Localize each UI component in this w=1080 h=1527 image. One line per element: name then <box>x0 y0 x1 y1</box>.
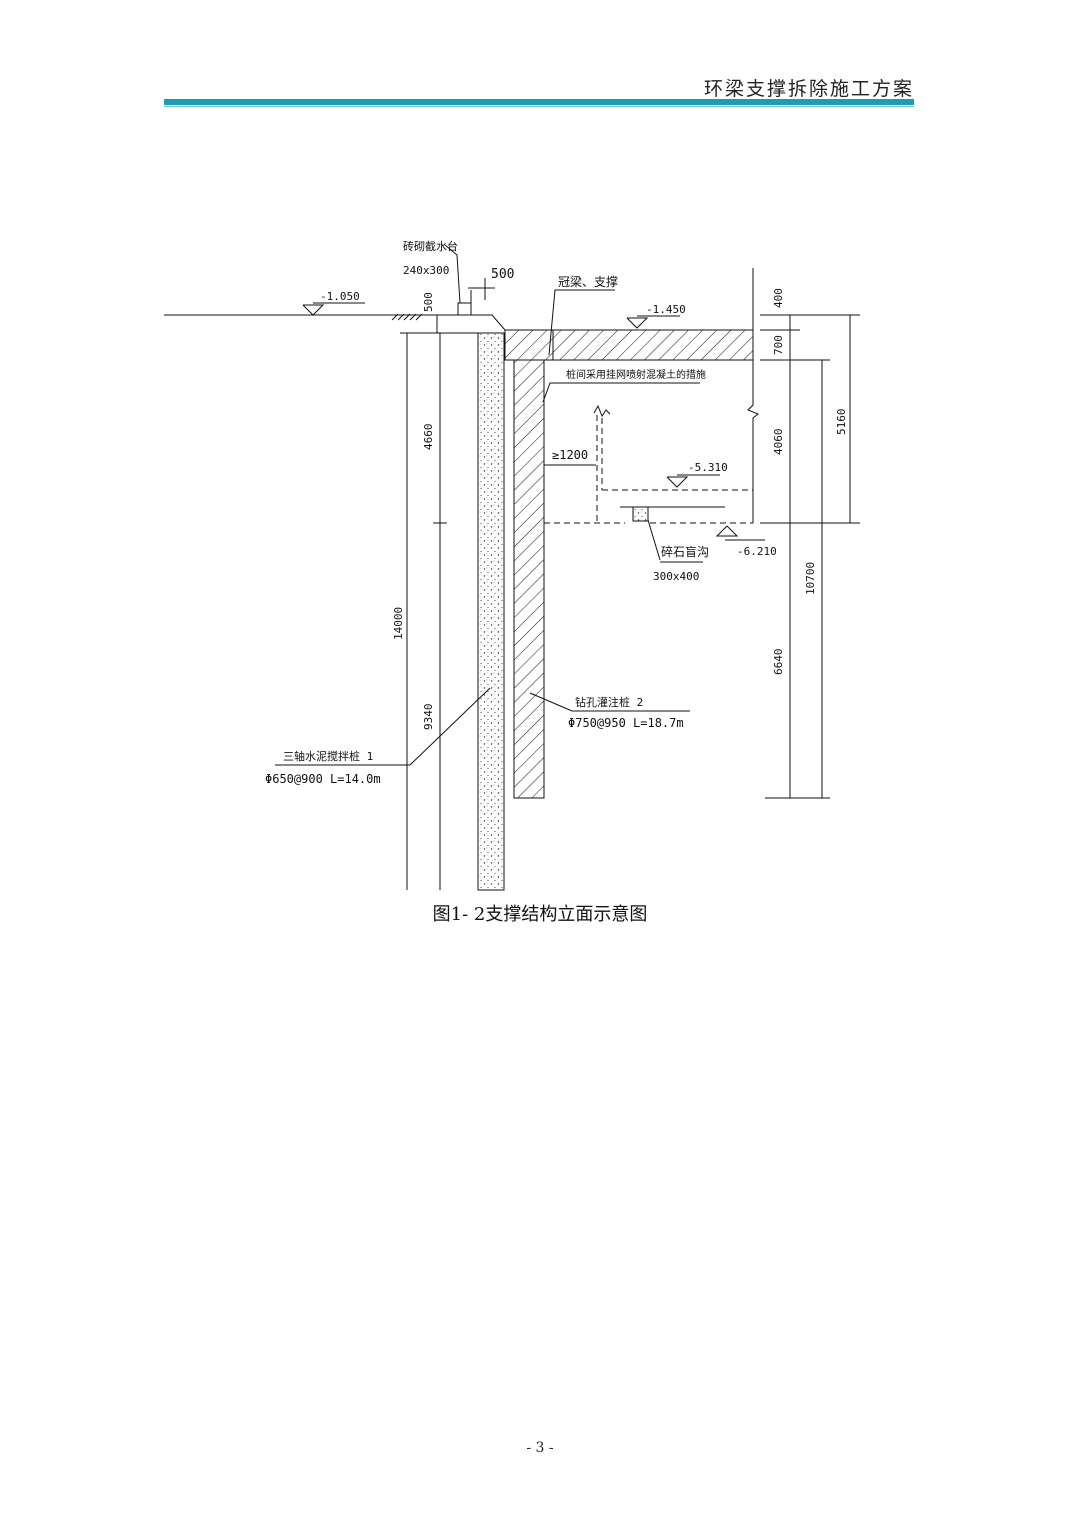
elev-mid-symbol <box>666 476 689 488</box>
dim-10700: 10700 <box>804 562 817 595</box>
leader-crown <box>548 289 615 356</box>
leader-bored <box>529 692 690 712</box>
label-bored-pile: 钻孔灌注桩 2 <box>575 695 643 709</box>
ground-hatch <box>391 313 423 321</box>
mixing-pile <box>477 332 505 891</box>
dim-4660: 4660 <box>422 424 435 451</box>
figure-caption: 图1- 2支撑结构立面示意图 <box>432 904 648 925</box>
label-min-1200: ≥1200 <box>552 448 588 462</box>
label-crown-beam: 冠梁、支撑 <box>558 274 618 289</box>
label-mesh-note: 桩间采用挂网喷射混凝土的措施 <box>566 368 706 381</box>
header-rule-thin <box>164 106 914 107</box>
label-brick-size: 240x300 <box>403 264 449 277</box>
brick-platform <box>457 302 472 316</box>
crown-beam <box>504 329 754 361</box>
label-dim-500-top: 500 <box>491 267 514 282</box>
leader-ditch <box>647 519 661 561</box>
elev-low-symbol <box>715 525 739 537</box>
dim-700: 700 <box>772 335 785 355</box>
label-elev-low: -6.210 <box>737 545 777 558</box>
dim-14000: 14000 <box>392 607 405 640</box>
label-gravel-ditch: 碎石盲沟 <box>661 544 709 559</box>
leader-mesh <box>542 382 700 403</box>
dim-5160: 5160 <box>835 409 848 436</box>
dim-400: 400 <box>772 288 785 308</box>
label-mixing-pile-spec: Φ650@900 L=14.0m <box>265 772 381 786</box>
page-number: - 3 - <box>526 1440 554 1456</box>
break-line <box>747 268 759 523</box>
label-bored-pile-spec: Φ750@950 L=18.7m <box>568 716 684 730</box>
label-elev-mid: -5.310 <box>688 461 728 474</box>
dim-9340: 9340 <box>422 704 435 731</box>
bored-pile <box>513 359 545 799</box>
elev-top-symbol <box>626 317 649 329</box>
slope-line <box>478 314 506 331</box>
label-mixing-pile: 三轴水泥搅拌桩 1 <box>283 749 373 763</box>
header-title: 环梁支撑拆除施工方案 <box>703 78 914 100</box>
dim-500: 500 <box>422 292 435 312</box>
label-brick-platform: 砖砌截水台 <box>403 239 458 253</box>
label-elev-top: -1.450 <box>646 303 686 316</box>
label-elev-left: -1.050 <box>320 290 360 303</box>
leader-mixing <box>275 687 491 766</box>
label-ditch-size: 300x400 <box>653 570 699 583</box>
leader-brick <box>444 244 461 304</box>
dim-4060: 4060 <box>772 429 785 456</box>
elev-left-symbol <box>302 304 325 316</box>
gravel-ditch <box>632 506 649 522</box>
dim-6640: 6640 <box>772 649 785 676</box>
header-rule <box>164 99 914 105</box>
